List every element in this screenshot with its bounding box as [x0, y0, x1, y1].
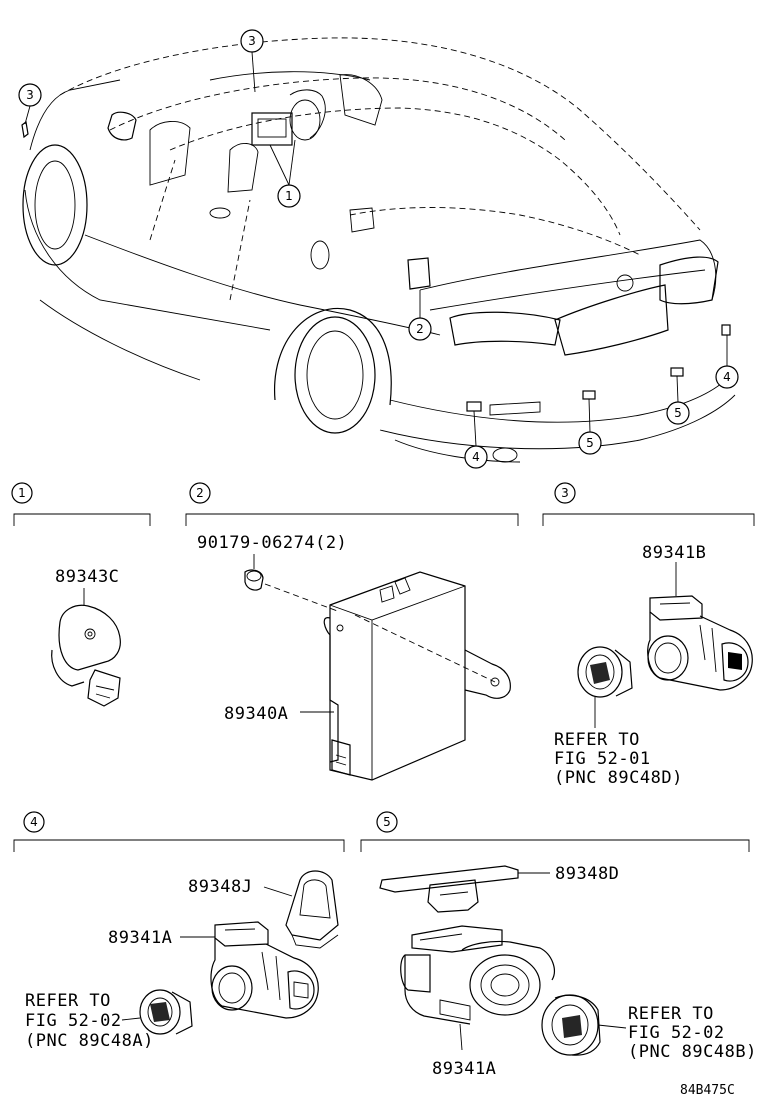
part-label-89340A: 89340A — [224, 704, 288, 724]
ref3-line3: (PNC 89C48D) — [554, 768, 683, 788]
callout-5-left[interactable]: 5 — [578, 431, 602, 455]
bezel-89C48D-drawing[interactable] — [577, 646, 633, 728]
part-label-90179-06274: 90179-06274(2) — [197, 533, 347, 553]
callout-2[interactable]: 2 — [408, 317, 432, 341]
bezel-89C48A-drawing[interactable] — [121, 989, 193, 1035]
part-90179-06274-drawing[interactable] — [244, 554, 264, 591]
section-3-number: 3 — [561, 486, 569, 500]
bezel-89C48B-drawing[interactable] — [541, 994, 627, 1056]
ref4-line1: REFER TO — [25, 991, 111, 1011]
section-5-number: 5 — [383, 815, 391, 829]
callout-4-right[interactable]: 4 — [715, 365, 739, 389]
reference-fig-52-02-right[interactable]: REFER TO FIG 52-02 (PNC 89C48B) — [628, 1004, 757, 1062]
ref3-line1: REFER TO — [554, 730, 640, 750]
callout-2-label: 2 — [416, 322, 424, 336]
reference-fig-52-01[interactable]: REFER TO FIG 52-01 (PNC 89C48D) — [554, 730, 683, 788]
part-89340A-drawing[interactable] — [264, 571, 511, 781]
callout-4-left[interactable]: 4 — [464, 445, 488, 469]
callout-4-right-label: 4 — [723, 370, 731, 384]
section-3-header: 3 — [542, 482, 755, 526]
callout-1[interactable]: 1 — [277, 184, 301, 208]
car-illustration — [21, 37, 736, 463]
section-2-header: 2 — [185, 482, 519, 526]
ref5-line1: REFER TO — [628, 1004, 714, 1024]
section-5-header: 5 — [360, 811, 750, 852]
section-2-number: 2 — [196, 486, 204, 500]
ref4-line3: (PNC 89C48A) — [25, 1031, 154, 1051]
reference-fig-52-02-left[interactable]: REFER TO FIG 52-02 (PNC 89C48A) — [25, 991, 154, 1051]
callout-5-left-label: 5 — [586, 436, 594, 450]
part-89341A-left-drawing[interactable] — [180, 921, 319, 1019]
part-89341A-right-drawing[interactable] — [400, 925, 555, 1051]
part-label-89341A-left: 89341A — [108, 928, 172, 948]
callout-1-label: 1 — [285, 189, 293, 203]
callout-3-left-label: 3 — [26, 88, 34, 102]
callout-4-left-label: 4 — [472, 450, 480, 464]
ref3-line2: FIG 52-01 — [554, 749, 651, 769]
section-1-header: 1 — [11, 482, 151, 526]
callout-3-top-label: 3 — [248, 34, 256, 48]
part-89343C-drawing[interactable] — [51, 588, 121, 707]
figure-code: 84B475C — [680, 1083, 735, 1098]
callout-5-right-label: 5 — [674, 406, 682, 420]
section-4-number: 4 — [30, 815, 38, 829]
ref5-line3: (PNC 89C48B) — [628, 1042, 757, 1062]
callout-5-right[interactable]: 5 — [666, 401, 690, 425]
callout-3-top[interactable]: 3 — [240, 29, 264, 53]
ref5-line2: FIG 52-02 — [628, 1023, 725, 1043]
callout-3-left[interactable]: 3 — [18, 83, 42, 107]
section-4-header: 4 — [13, 811, 345, 852]
part-label-89348D: 89348D — [555, 864, 619, 884]
part-label-89341B: 89341B — [642, 543, 706, 563]
ref4-line2: FIG 52-02 — [25, 1011, 122, 1031]
section-1-number: 1 — [18, 486, 26, 500]
part-89348D-drawing[interactable] — [379, 865, 550, 913]
part-89348J-drawing[interactable] — [263, 870, 339, 949]
part-89341B-drawing[interactable] — [647, 562, 753, 691]
part-label-89348J: 89348J — [188, 877, 252, 897]
part-label-89341A-right: 89341A — [432, 1059, 496, 1079]
part-label-89343C: 89343C — [55, 567, 119, 587]
